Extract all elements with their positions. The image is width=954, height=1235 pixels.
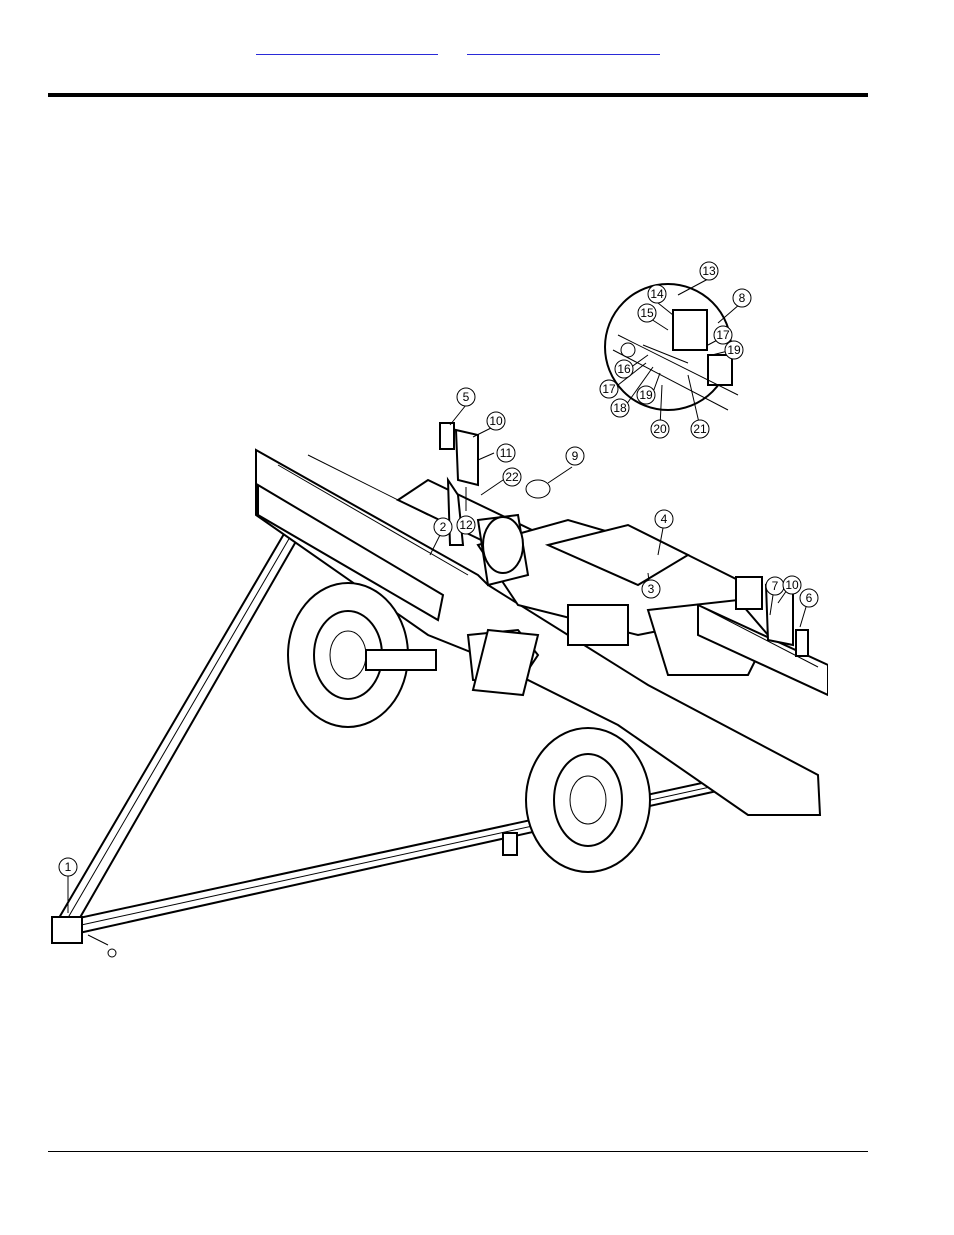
header-rule [48, 93, 868, 97]
callout-6: 6 [799, 588, 819, 608]
callout-label: 20 [653, 422, 667, 436]
header-link-1[interactable] [256, 40, 438, 55]
callout-17-right: 17 [713, 325, 733, 345]
callout-label: 10 [489, 414, 503, 428]
detail-view [604, 283, 739, 411]
callout-label: 6 [806, 591, 813, 605]
callout-label: 17 [716, 328, 730, 342]
callout-label: 22 [505, 470, 519, 484]
callout-13: 13 [699, 261, 719, 281]
callout-10-top: 10 [486, 411, 506, 431]
callout-label: 16 [617, 362, 631, 376]
callout-label: 1 [65, 860, 72, 874]
callout-2: 2 [433, 517, 453, 537]
hydraulic-cylinder [471, 513, 540, 697]
callout-10-right: 10 [782, 575, 802, 595]
callout-12: 12 [456, 515, 476, 535]
callout-label: 12 [459, 518, 473, 532]
callout-15: 15 [637, 303, 657, 323]
parts-diagram: 1 2 3 4 5 6 7 8 9 10 10 11 12 13 14 15 1… [51, 261, 828, 958]
callout-label: 8 [739, 291, 746, 305]
left-light-assembly [439, 422, 479, 487]
footer-rule [48, 1151, 868, 1152]
left-wheel [287, 582, 437, 728]
callout-label: 19 [727, 343, 741, 357]
callout-1: 1 [58, 857, 78, 877]
callout-label: 3 [648, 582, 655, 596]
callout-label: 17 [602, 382, 616, 396]
right-wheel [525, 727, 651, 873]
callout-label: 21 [693, 422, 707, 436]
callout-19-right: 19 [724, 340, 744, 360]
callout-8: 8 [732, 288, 752, 308]
callout-17-left: 17 [599, 379, 619, 399]
callout-label: 13 [702, 264, 716, 278]
leader-lines [67, 278, 807, 913]
callout-3: 3 [641, 579, 661, 599]
callout-14: 14 [647, 284, 667, 304]
callout-label: 9 [572, 449, 579, 463]
callout-18: 18 [610, 398, 630, 418]
callout-11: 11 [496, 443, 516, 463]
callout-16: 16 [614, 359, 634, 379]
callout-label: 4 [661, 512, 668, 526]
callout-label: 19 [639, 388, 653, 402]
callout-label: 15 [640, 306, 654, 320]
callout-22: 22 [502, 467, 522, 487]
callout-label: 10 [785, 578, 799, 592]
callout-21: 21 [690, 419, 710, 439]
header-link-2[interactable] [467, 40, 660, 55]
ring-part [525, 479, 551, 499]
callout-label: 7 [772, 579, 779, 593]
callout-5: 5 [456, 387, 476, 407]
callout-20: 20 [650, 419, 670, 439]
callout-label: 14 [650, 287, 664, 301]
callout-19-left: 19 [636, 385, 656, 405]
callout-9: 9 [565, 446, 585, 466]
callout-label: 2 [440, 520, 447, 534]
callout-label: 5 [463, 390, 470, 404]
callout-label: 11 [500, 446, 513, 460]
callout-7: 7 [765, 576, 785, 596]
callout-label: 18 [613, 401, 627, 415]
callout-4: 4 [654, 509, 674, 529]
